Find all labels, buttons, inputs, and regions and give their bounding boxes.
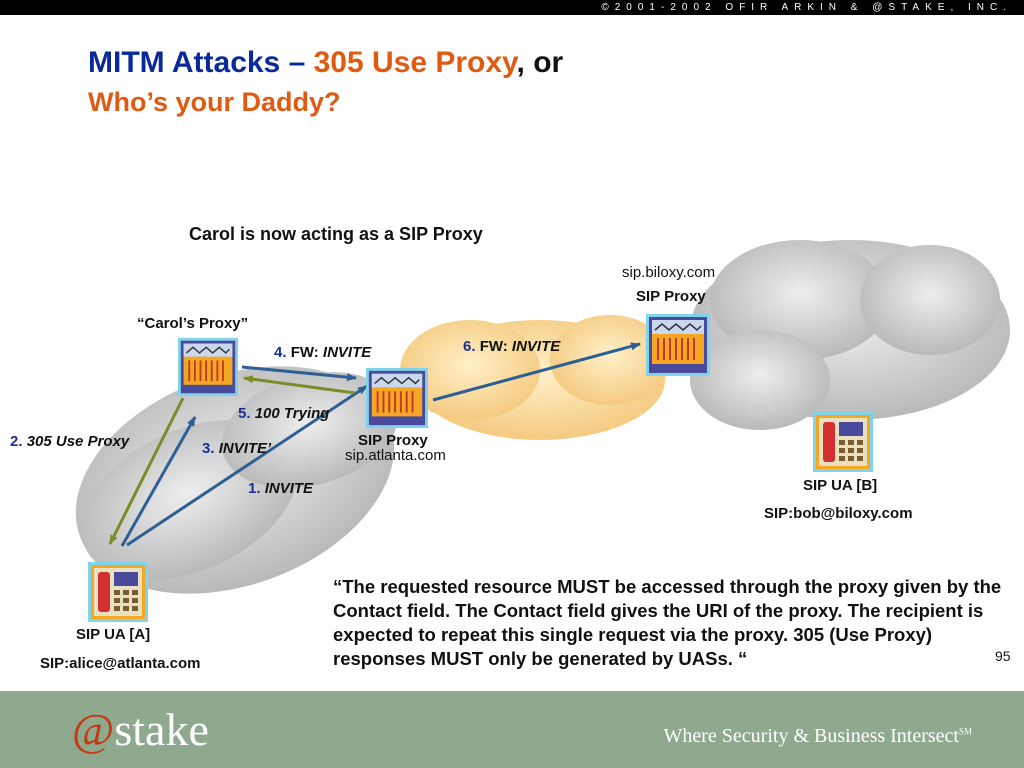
arrow-3-invite: [120, 416, 197, 547]
ua-a-label: SIP UA [A]: [76, 626, 151, 643]
message-3-label: 3. INVITE’: [202, 440, 271, 457]
logo-at-sign: @: [72, 704, 115, 755]
slide-subtitle: Who’s your Daddy?: [88, 87, 341, 117]
message-5-text: 100 Trying: [254, 405, 330, 422]
arrow-1-invite: [126, 384, 368, 547]
arrow-5-100-trying: [243, 375, 356, 395]
proxy-server-icon: [178, 337, 238, 397]
message-1-text: INVITE: [264, 480, 314, 497]
logo-wordmark: stake: [114, 704, 209, 755]
stake-logo: @stake: [72, 691, 209, 768]
title-part-1: MITM Attacks –: [88, 46, 314, 79]
service-mark: SM: [958, 726, 972, 737]
arrow-6-fw-invite: [432, 342, 641, 402]
message-4-text: INVITE: [322, 344, 372, 361]
arrow-4-fw-invite: [241, 365, 357, 382]
biloxy-proxy-label: SIP Proxy: [636, 288, 706, 305]
sip-phone-icon: [813, 412, 873, 472]
title-part-3: , or: [516, 46, 564, 79]
message-6-label: 6. FW: INVITE: [463, 338, 560, 355]
ua-a-uri: SIP:alice@atlanta.com: [40, 655, 201, 672]
message-5-number: 5.: [238, 405, 251, 422]
page-number: 95: [995, 648, 1011, 664]
transit-cloud: [400, 315, 670, 440]
rfc-quote: “The requested resource MUST be accessed…: [333, 576, 1002, 669]
tagline-text: Where Security & Business Intersect: [663, 725, 959, 747]
atlanta-proxy-label: SIP Proxy: [358, 432, 428, 449]
ua-b-label: SIP UA [B]: [803, 477, 878, 494]
message-4-label: 4. FW: INVITE: [274, 344, 371, 361]
arrow-2-305-use-proxy: [108, 397, 185, 545]
sip-phone-icon: [88, 562, 148, 622]
message-3-text: INVITE’: [218, 440, 272, 457]
message-3-number: 3.: [202, 440, 215, 457]
footer-bar: @stake Where Security & Business Interse…: [0, 691, 1024, 768]
message-4-number: 4.: [274, 344, 287, 361]
diagram-caption: Carol is now acting as a SIP Proxy: [189, 224, 483, 244]
message-6-number: 6.: [463, 338, 476, 355]
message-1-label: 1. INVITE: [248, 480, 313, 497]
message-1-number: 1.: [248, 480, 261, 497]
message-4-prefix: FW:: [290, 344, 319, 361]
title-part-2: 305 Use Proxy: [313, 46, 517, 79]
message-2-number: 2.: [10, 433, 23, 450]
footer-tagline: Where Security & Business IntersectSM: [664, 725, 972, 748]
slide-title: MITM Attacks – 305 Use Proxy, or: [88, 44, 563, 82]
biloxy-domain-label: sip.biloxy.com: [622, 264, 716, 281]
carol-proxy-label: “Carol’s Proxy”: [137, 315, 249, 332]
biloxy-cloud: [690, 240, 1010, 430]
copyright-text: ©2001-2002 OFIR ARKIN & @STAKE, INC.: [601, 2, 1012, 13]
proxy-server-icon: [646, 314, 710, 376]
top-bar: ©2001-2002 OFIR ARKIN & @STAKE, INC.: [0, 0, 1024, 15]
message-6-text: INVITE: [511, 338, 561, 355]
message-6-prefix: FW:: [479, 338, 508, 355]
message-5-label: 5. 100 Trying: [238, 405, 329, 422]
proxy-server-icon: [366, 367, 428, 429]
message-2-label: 2. 305 Use Proxy: [10, 433, 129, 450]
atlanta-domain-label: sip.atlanta.com: [345, 447, 446, 464]
ua-b-uri: SIP:bob@biloxy.com: [764, 505, 913, 522]
message-2-text: 305 Use Proxy: [26, 433, 130, 450]
